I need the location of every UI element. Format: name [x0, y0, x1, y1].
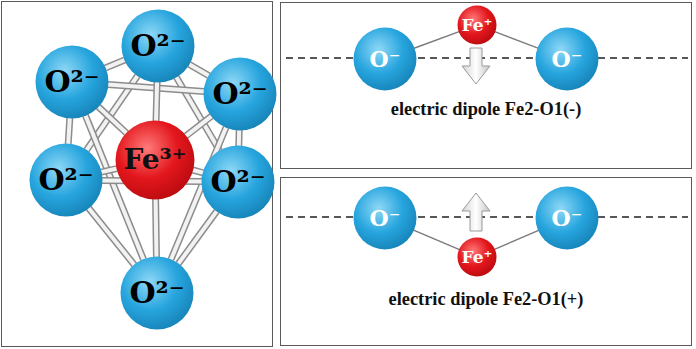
ion-sphere [202, 146, 275, 219]
bond-stroke [101, 169, 117, 173]
oxygen-ion: O⁻ [353, 27, 417, 91]
bond-stroke [186, 116, 212, 136]
ion-sphere [30, 144, 103, 217]
iron-ion: Fe⁺ [457, 5, 497, 45]
bond-line [494, 230, 538, 249]
bond-stroke [494, 230, 538, 249]
bond-stroke [193, 170, 204, 173]
ion-sphere [458, 6, 497, 45]
ion-sphere [458, 238, 497, 277]
bond-stroke [89, 208, 135, 265]
dipole-panel: electric dipole Fe2-O1(-) Fe⁺ O⁻ O⁻ [280, 2, 692, 169]
bond-stroke [156, 82, 157, 121]
ion-label: O²⁻ [129, 278, 184, 308]
bond-stroke [178, 211, 217, 264]
bond-bar [98, 107, 126, 134]
ion-label: O⁻ [552, 48, 583, 70]
iron-ion: Fe⁺ [457, 237, 497, 277]
dashed-plane [286, 216, 688, 217]
bond-bar [105, 60, 125, 68]
ion-label: O⁻ [370, 48, 401, 70]
ion-sphere [354, 187, 417, 250]
oxygen-ion: O²⁻ [120, 256, 194, 330]
ion-sphere [121, 257, 194, 330]
ion-label: O²⁻ [212, 79, 267, 109]
oxygen-ion: O⁻ [535, 27, 599, 91]
bond-bar [238, 130, 239, 146]
oxygen-ion: O²⁻ [203, 57, 277, 131]
bond-stroke [105, 60, 125, 68]
ion-label: Fe³⁺ [123, 146, 186, 174]
dashed-plane [286, 57, 688, 58]
bond-stroke [189, 64, 209, 76]
bond-stroke [68, 118, 70, 144]
bond-stroke [98, 107, 126, 134]
bond-stroke [414, 32, 459, 49]
bond-bar [178, 211, 217, 264]
oxygen-ion: O²⁻ [201, 145, 275, 219]
bond-stroke [68, 118, 70, 144]
bond-bar [193, 170, 204, 173]
ion-sphere [354, 28, 417, 91]
bond-bar [189, 64, 209, 76]
panel-caption: electric dipole Fe2-O1(+) [281, 288, 691, 310]
bond-stroke [105, 60, 125, 68]
ion-sphere [36, 46, 109, 119]
ion-sphere [116, 121, 195, 200]
ion-label: O²⁻ [38, 165, 93, 195]
dipole-panel: electric dipole Fe2-O1(+) O⁻ O⁻ Fe⁺ [280, 177, 692, 346]
oxygen-ion: O²⁻ [121, 9, 195, 83]
bond-bar [156, 82, 157, 121]
bond-stroke [495, 32, 538, 48]
oxygen-ion: O²⁻ [35, 45, 109, 119]
bond-stroke [193, 170, 204, 173]
bond-stroke [101, 169, 117, 173]
bond-stroke [186, 116, 212, 136]
bond-stroke [98, 107, 126, 134]
ion-label: O²⁻ [44, 67, 99, 97]
bond-line [495, 32, 538, 48]
ion-label: O⁻ [552, 207, 583, 229]
bond-stroke [178, 211, 217, 264]
ion-label: O²⁻ [210, 167, 265, 197]
oxygen-ion: O⁻ [535, 186, 599, 250]
displacement-arrow [462, 193, 490, 231]
ion-sphere [536, 187, 599, 250]
ion-label: Fe⁺ [462, 249, 493, 266]
bond-bar [68, 118, 70, 144]
bond-stroke [156, 82, 157, 121]
oxygen-ion: O²⁻ [29, 143, 103, 217]
bond-stroke [237, 130, 241, 146]
bond-bar [89, 208, 135, 265]
bond-bar [101, 169, 117, 173]
bond-bar [155, 199, 157, 257]
bond-stroke [89, 208, 135, 265]
panel-caption: electric dipole Fe2-O1(-) [281, 98, 691, 120]
ion-sphere [122, 10, 195, 83]
ion-label: Fe⁺ [462, 17, 493, 34]
oxygen-ion: O⁻ [353, 186, 417, 250]
bond-line [414, 32, 459, 49]
iron-ion: Fe³⁺ [115, 120, 195, 200]
bond-stroke [154, 199, 159, 257]
bond-bar [186, 116, 212, 136]
ion-sphere [204, 58, 277, 131]
displacement-arrow [462, 48, 490, 84]
bond-stroke [414, 230, 460, 249]
ion-label: O²⁻ [130, 31, 185, 61]
panel-frame [2, 2, 273, 347]
ion-sphere [536, 28, 599, 91]
bond-stroke [189, 64, 209, 76]
bond-stroke [235, 130, 242, 146]
bond-stroke [152, 199, 160, 257]
bond-line [414, 230, 460, 249]
ion-label: O⁻ [370, 207, 401, 229]
